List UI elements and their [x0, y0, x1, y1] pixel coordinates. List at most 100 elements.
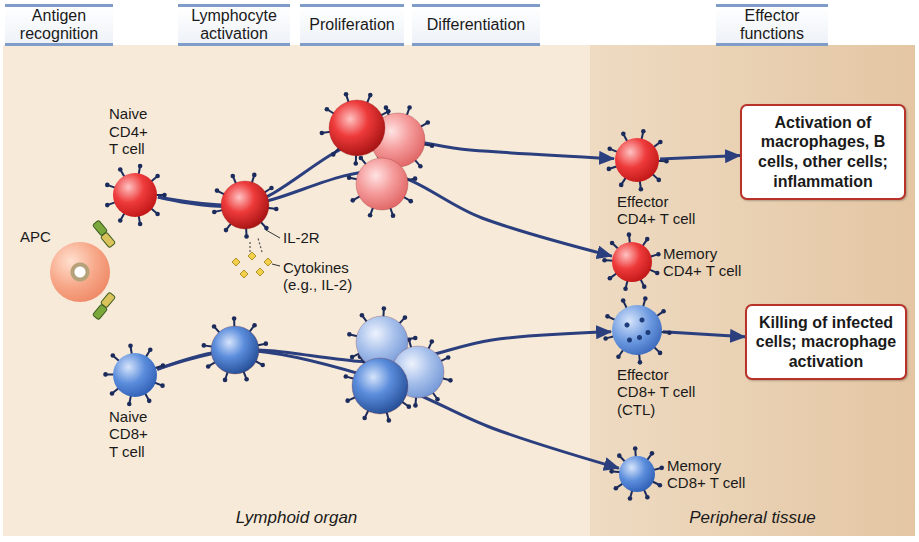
receptor-head [244, 234, 249, 239]
receptor-head [387, 418, 392, 423]
receptor-head [223, 378, 228, 383]
cell-node: Effector CD4+ T cell [615, 138, 659, 182]
mhc-tcr-molecule [100, 292, 115, 308]
receptor-head [425, 120, 430, 125]
stage-tab: Differentiation [412, 4, 540, 46]
cytokine-label: Cytokines (e.g., IL-2) [283, 259, 383, 294]
cell-label: Memory CD4+ T cell [663, 245, 751, 280]
receptor-head [264, 341, 269, 346]
cytokine-binding [250, 238, 262, 252]
progression-arrow [663, 332, 745, 337]
receptor-head [605, 314, 610, 319]
receptor-head [413, 403, 418, 408]
receptor-head [658, 351, 663, 356]
cell-label: Memory CD8+ T cell [667, 457, 755, 492]
receptor-head [645, 237, 650, 242]
receptor-head [408, 199, 413, 204]
receptor-head [627, 232, 632, 237]
receptor-head [643, 296, 648, 301]
dividing-cell [352, 358, 408, 414]
leader-line [266, 230, 280, 266]
receptor-head [633, 446, 638, 451]
receptor-head [344, 374, 349, 379]
receptor-head [382, 306, 387, 311]
tab-text: Differentiation [427, 16, 525, 34]
receptor-head [642, 284, 647, 289]
progression-arrow [660, 156, 740, 159]
receptor-head [360, 313, 365, 318]
dividing-cell [329, 100, 385, 156]
receptor-head [661, 309, 666, 314]
receptor-head [230, 174, 235, 179]
receptor-head [127, 402, 132, 407]
receptor-head [656, 178, 661, 183]
receptor-head [138, 164, 143, 169]
receptor-head [617, 453, 622, 458]
receptor-head [619, 183, 624, 188]
receptor-head [609, 469, 614, 474]
cytokine [264, 258, 272, 266]
cell-node: Naive CD4+ T cell [113, 173, 157, 217]
receptor-head [105, 203, 110, 208]
receptor-head [407, 105, 412, 110]
cell-label: Effector CD8+ T cell (CTL) [617, 366, 705, 418]
receptor-head [639, 187, 644, 192]
receptor-head [110, 391, 115, 396]
receptor-spikes [103, 92, 671, 501]
receptor-head [353, 161, 358, 166]
receptor-head [128, 344, 133, 349]
cell-label: Naive CD8+ T cell [109, 408, 156, 460]
receptor-head [386, 109, 391, 114]
receptor-head [614, 486, 619, 491]
tab-text: Effector functions [716, 7, 828, 42]
receptor-head [162, 193, 167, 198]
receptor-head [325, 107, 330, 112]
box-text: Killing of infected cells; macrophage ac… [753, 313, 899, 372]
receptor-head [656, 252, 661, 257]
receptor-head [658, 140, 663, 145]
mhc-tcr-molecule [100, 232, 115, 248]
receptor-head [641, 129, 646, 134]
stage-tab: Lymphocyte activation [178, 4, 290, 46]
receptor-head [138, 222, 143, 227]
receptor-head [105, 183, 110, 188]
receptor-head [621, 298, 626, 303]
receptor-head [232, 316, 237, 321]
receptor-head [350, 355, 355, 360]
cytokine [232, 258, 240, 266]
cell-node: Naive CD8+ T cell [113, 353, 157, 397]
cytokine [240, 270, 248, 278]
receptor-head [212, 210, 217, 215]
receptor-head [269, 186, 274, 191]
receptor-head [320, 131, 325, 136]
receptor-head [274, 207, 279, 212]
receptor-head [212, 324, 217, 329]
cytokine [248, 252, 256, 260]
receptor-head [655, 271, 660, 276]
receptor-head [118, 167, 123, 172]
band-text: Lymphoid organ [3, 508, 590, 528]
receptor-head [667, 330, 672, 335]
receptor-label: IL-2R [283, 229, 343, 246]
cell-node: APC [50, 242, 110, 302]
receptor-head [103, 372, 108, 377]
tab-text: Proliferation [309, 16, 394, 34]
receptor-head [368, 213, 373, 218]
stage-tab: Effector functions [716, 4, 828, 46]
receptor-head [435, 397, 440, 402]
receptor-head [448, 378, 453, 383]
receptor-head [359, 156, 364, 161]
cell-node: Effector CD8+ T cell (CTL) [612, 305, 662, 355]
receptor-head [148, 347, 153, 352]
receptor-head [430, 339, 435, 344]
receptor-head [260, 363, 265, 368]
cell-label: Effector CD4+ T cell [617, 193, 705, 228]
cell-node: Memory CD8+ T cell [619, 456, 655, 492]
receptor-head [602, 258, 607, 263]
receptor-head [603, 336, 608, 341]
effector-box: Activation of macrophages, B cells, othe… [740, 104, 906, 200]
cell-label: APC [20, 228, 60, 245]
